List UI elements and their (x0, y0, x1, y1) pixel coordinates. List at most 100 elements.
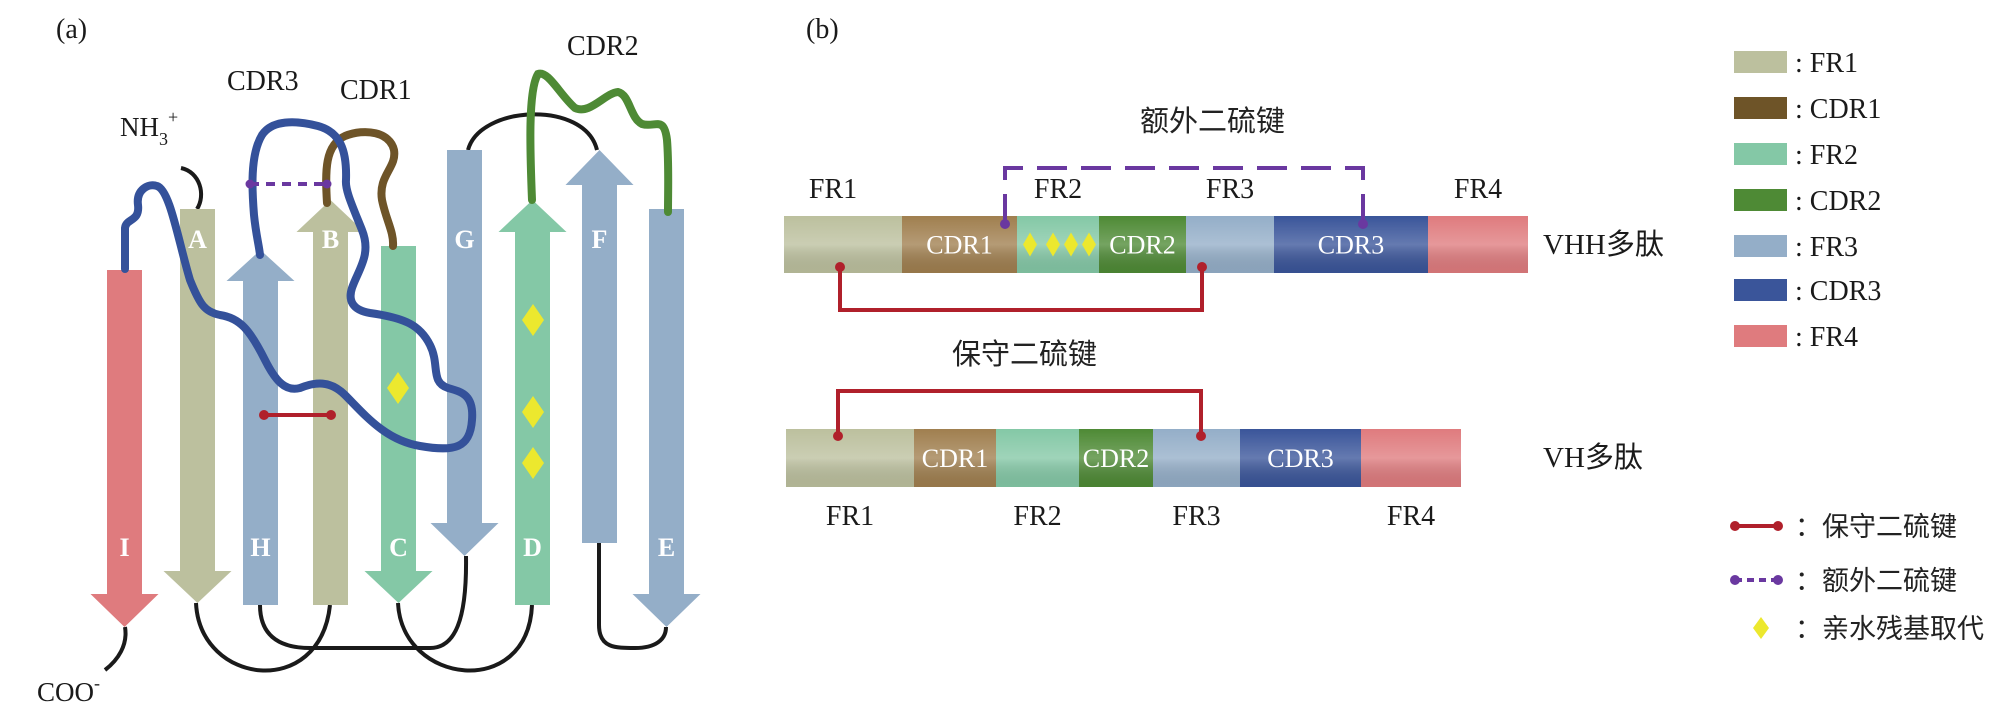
legend-label: : FR3 (1795, 232, 1858, 263)
strand-A: A (163, 209, 232, 603)
loop-h-g (258, 555, 469, 650)
legend-label: : FR2 (1795, 140, 1858, 171)
diamond-icon (1753, 617, 1769, 639)
segment-fr1: FR1 (784, 174, 902, 273)
legend-label: : CDR2 (1795, 186, 1881, 217)
segment-outer-label: FR2 (1034, 174, 1082, 205)
segment-sheen (786, 429, 914, 487)
segment-cdr2: CDR2 (1079, 429, 1153, 487)
legend-item-cdr1: : CDR1 (1734, 94, 1881, 125)
segment-sheen (996, 429, 1079, 487)
strand-H-arrow (226, 250, 295, 605)
hydrophilic-diamond (1023, 232, 1037, 257)
legend-item-cdr3: : CDR3 (1734, 276, 1881, 307)
segment-sheen (902, 216, 1017, 273)
segment-sheen (914, 429, 996, 487)
cdr2-loop (526, 69, 673, 216)
segment-outer-label: FR4 (1454, 174, 1502, 205)
segment-sheen (1361, 429, 1461, 487)
legend-swatch (1734, 189, 1787, 211)
legend-item-fr2: : FR2 (1734, 140, 1858, 171)
segment-sheen (1153, 429, 1240, 487)
segment-fr1: FR1 (786, 429, 914, 532)
legend-item-fr4: : FR4 (1734, 322, 1858, 353)
strand-G-label: G (454, 225, 474, 254)
legend: : FR1: CDR1: FR2: CDR2: FR3: CDR3: FR4：保… (1730, 48, 1984, 645)
strand-H: H (226, 250, 295, 605)
strand-F-arrow (565, 150, 634, 543)
panel-b: (b) 额外二硫键 保守二硫键 FR1CDR1FR2CDR2FR3CDR3FR4… (784, 14, 1664, 532)
hydrophilic-substitutions (387, 304, 544, 479)
legend-swatch (1734, 235, 1787, 257)
legend-swatch (1734, 51, 1787, 73)
legend-swatch (1734, 97, 1787, 119)
bond-end-icon (1773, 575, 1783, 585)
strand-C: C (364, 246, 433, 603)
loop-a-b (194, 602, 332, 673)
segment-outer-label: FR3 (1172, 501, 1220, 532)
cdr2-label: CDR2 (567, 31, 639, 62)
segment-outer-label: FR1 (809, 174, 857, 205)
n-terminus-label: NH3+ (120, 107, 178, 149)
cdr1-loop (322, 128, 399, 250)
strand-E: E (632, 209, 701, 627)
segment-sheen (1274, 216, 1428, 273)
segment-outer-label: FR4 (1387, 501, 1435, 532)
conserved-bond-title: 保守二硫键 (952, 337, 1097, 371)
segment-fr4: FR4 (1361, 429, 1461, 532)
cdr3-label: CDR3 (227, 66, 299, 97)
strand-F: F (565, 150, 634, 543)
hydrophilic-diamond (522, 396, 544, 428)
segment-outer-label: FR2 (1013, 501, 1061, 532)
legend-label: : CDR3 (1795, 276, 1881, 307)
segment-inner-label: CDR1 (926, 231, 992, 260)
vh-name: VH多肽 (1543, 441, 1643, 474)
segment-fr2: FR2 (996, 429, 1079, 532)
hydrophilic-diamond (522, 447, 544, 479)
segment-sheen (1240, 429, 1361, 487)
legend-label: : FR4 (1795, 322, 1858, 353)
c-terminus-label: COO- (37, 673, 100, 707)
legend-item-fr3: : FR3 (1734, 232, 1858, 263)
segment-cdr1: CDR1 (902, 216, 1017, 273)
strand-I-label: I (119, 533, 129, 562)
strand-B-label: B (322, 225, 339, 254)
vhh-conserved-disulfide-bracket (835, 262, 1207, 312)
hydrophilic-diamond (1046, 232, 1060, 257)
vh-conserved-disulfide-bracket (833, 389, 1206, 441)
cdr1-label: CDR1 (340, 75, 412, 106)
strand-E-arrow (632, 209, 701, 627)
segment-inner-label: CDR3 (1267, 444, 1333, 473)
panel-a-label: (a) (56, 14, 87, 45)
legend-swatch (1734, 279, 1787, 301)
segment-cdr3: CDR3 (1240, 429, 1361, 487)
strand-D-label: D (523, 533, 542, 562)
segment-fr3: FR3 (1186, 174, 1274, 273)
strand-A-arrow (163, 209, 232, 603)
segment-cdr1: CDR1 (914, 429, 996, 487)
loop-c-d (396, 602, 534, 673)
segment-sheen (1099, 216, 1186, 273)
bond-end-icon (1730, 575, 1740, 585)
loop-f-e (597, 543, 668, 651)
segment-fr3: FR3 (1153, 429, 1240, 532)
cdr3-loop (121, 118, 477, 453)
segment-fr4: FR4 (1428, 174, 1528, 273)
legend-swatch (1734, 325, 1787, 347)
strand-C-arrow (364, 246, 433, 603)
strand-H-label: H (250, 533, 270, 562)
bond-end-icon (1730, 521, 1740, 531)
segment-outer-label: FR3 (1206, 174, 1254, 205)
legend-item-fr1: : FR1 (1734, 48, 1858, 79)
segment-cdr2: CDR2 (1099, 216, 1186, 273)
legend-label: ：亲水残基取代 (1795, 614, 1984, 645)
legend-swatch (1734, 143, 1787, 165)
extra-bond-title: 额外二硫键 (1140, 104, 1285, 138)
legend-label: : FR1 (1795, 48, 1858, 79)
panel-b-label: (b) (806, 14, 839, 45)
strand-I: I (90, 270, 159, 627)
strand-F-label: F (592, 225, 608, 254)
